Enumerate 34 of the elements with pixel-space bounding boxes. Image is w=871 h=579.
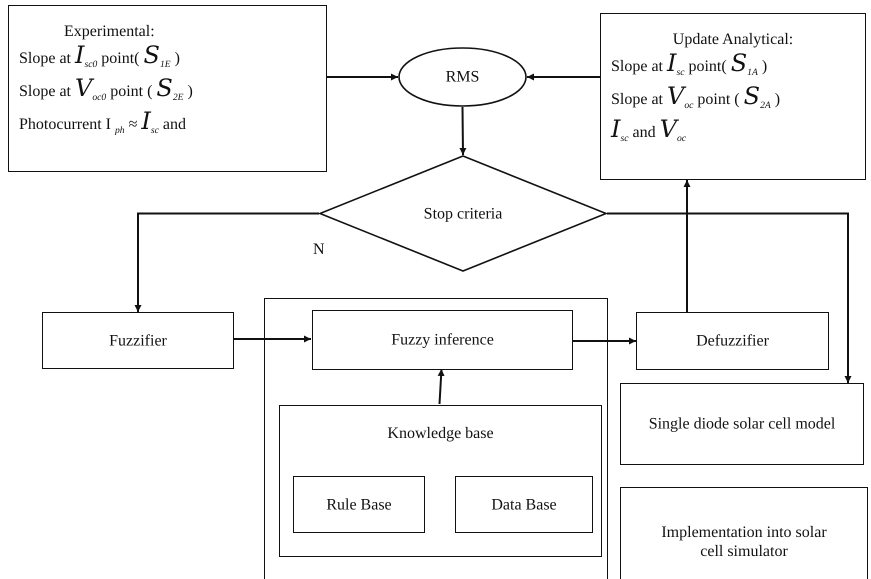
node-label: Data Base bbox=[490, 495, 558, 514]
process-box bbox=[293, 476, 425, 533]
container-box bbox=[264, 298, 608, 579]
arrow bbox=[438, 368, 445, 404]
arrow bbox=[459, 106, 466, 156]
process-box bbox=[620, 487, 868, 579]
box-heading: Update Analytical: bbox=[672, 30, 794, 49]
node-label: Stop criteria bbox=[422, 204, 504, 223]
process-box bbox=[8, 5, 327, 172]
node-label: Fuzzifier bbox=[108, 331, 168, 350]
arrow bbox=[607, 212, 852, 383]
process-box bbox=[600, 13, 866, 180]
node-label: Defuzzifier bbox=[695, 332, 770, 350]
process-box bbox=[42, 312, 234, 369]
node-label: Implementation into solar cell simulator bbox=[660, 523, 828, 561]
node-label: Single diode solar cell model bbox=[648, 414, 836, 434]
arrow bbox=[134, 212, 319, 312]
process-box bbox=[279, 405, 602, 557]
process-box bbox=[620, 383, 864, 465]
arrow bbox=[234, 336, 311, 342]
node-label: Knowledge base bbox=[386, 424, 495, 443]
process-box bbox=[455, 476, 593, 533]
process-box bbox=[312, 310, 573, 370]
box-heading: Experimental: bbox=[63, 22, 156, 41]
process-box bbox=[636, 312, 829, 370]
ellipse-node bbox=[398, 47, 527, 107]
branch-label: N bbox=[313, 241, 325, 259]
arrow bbox=[527, 74, 600, 80]
arrow bbox=[572, 338, 636, 344]
arrow bbox=[684, 180, 690, 312]
node-label: Rule Base bbox=[325, 495, 393, 514]
arrow bbox=[327, 74, 398, 80]
node-label: RMS bbox=[444, 68, 480, 86]
node-label: Fuzzy inference bbox=[390, 330, 495, 350]
